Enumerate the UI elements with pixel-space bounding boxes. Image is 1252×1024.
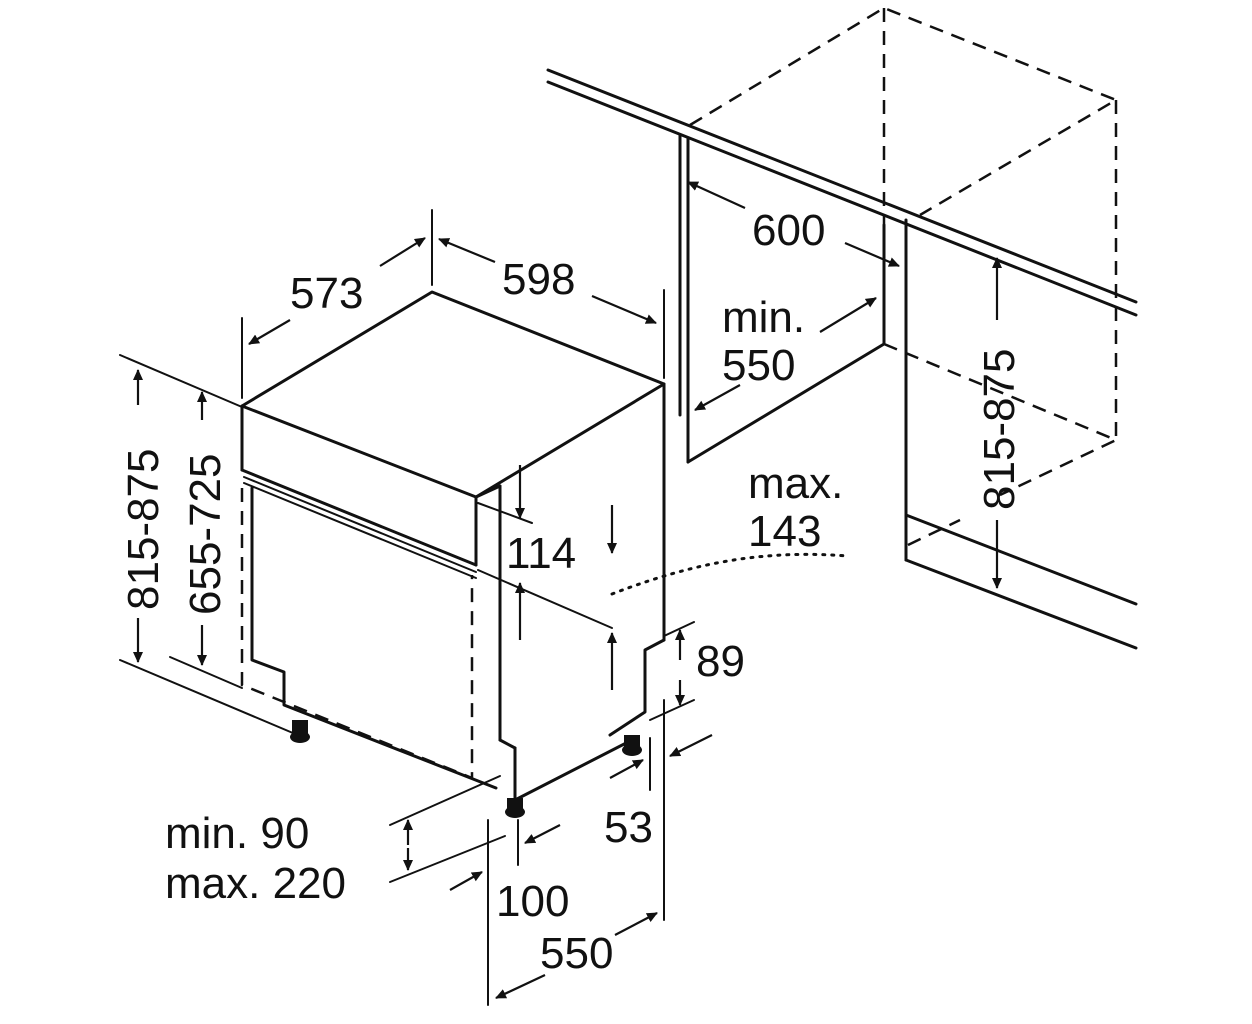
label-min-90: min. 90: [165, 809, 309, 858]
dishwasher-body: [240, 290, 666, 818]
label-max-143-line2: 143: [748, 507, 821, 556]
label-max-220: max. 220: [165, 859, 346, 908]
dimension-lines: [119, 180, 1002, 1006]
label-53: 53: [604, 803, 653, 852]
label-overall-height: 815-875: [119, 449, 168, 610]
countertop-niche: [546, 6, 1138, 650]
label-min-550-line1: min.: [722, 293, 805, 342]
label-body-height: 655-725: [181, 454, 230, 615]
label-min-550-line2: 550: [722, 341, 795, 390]
label-598: 598: [502, 255, 575, 304]
label-573: 573: [290, 269, 363, 318]
label-max-143-line1: max.: [748, 459, 843, 508]
dimension-labels: 573 598 600 min. 550 815-875 815-875 655…: [119, 206, 1024, 978]
label-600: 600: [752, 206, 825, 255]
label-89: 89: [696, 637, 745, 686]
label-100: 100: [496, 877, 569, 926]
label-550: 550: [540, 929, 613, 978]
label-niche-height: 815-875: [975, 349, 1024, 510]
label-114: 114: [506, 529, 576, 578]
